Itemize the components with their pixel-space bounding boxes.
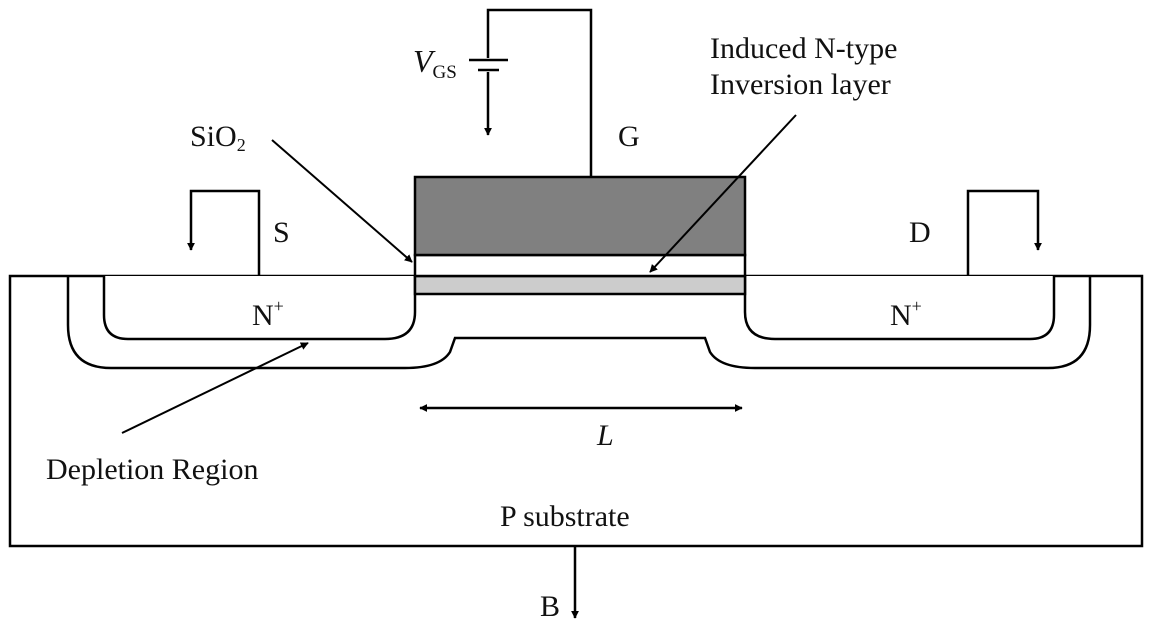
sio2-label: SiO2 <box>190 120 246 155</box>
gate-label: G <box>618 120 640 153</box>
channel-length-label: L <box>596 419 614 452</box>
drain-n-plus-region <box>743 276 1056 341</box>
bulk-label: B <box>540 590 560 623</box>
drain-wire <box>966 189 1042 276</box>
gate-electrode <box>413 175 747 257</box>
inversion-label-line1: Induced N-type <box>710 32 897 65</box>
depletion-pointer-arrow <box>121 342 309 434</box>
inversion-label-line2: Inversion layer <box>710 68 891 101</box>
drain-n-plus-label: N+ <box>890 296 922 332</box>
depletion-region <box>66 276 1092 370</box>
source-n-plus-region <box>102 276 417 341</box>
source-label: S <box>273 216 290 249</box>
gate-wire <box>486 8 593 177</box>
drain-label: D <box>909 216 931 249</box>
inversion-layer <box>413 274 747 296</box>
gate-oxide <box>413 253 747 278</box>
inversion-pointer-arrow <box>649 114 797 273</box>
depletion-label: Depletion Region <box>46 453 258 486</box>
substrate-label: P substrate <box>500 500 630 533</box>
sio2-pointer-arrow <box>271 139 413 263</box>
source-n-plus-label: N+ <box>252 296 284 332</box>
vgs-label: VGS <box>413 43 457 83</box>
source-wire <box>187 189 261 276</box>
